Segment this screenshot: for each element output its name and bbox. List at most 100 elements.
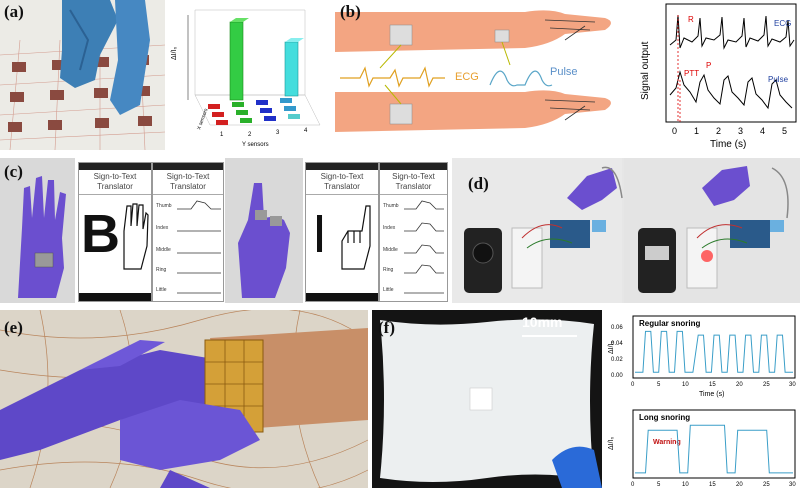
annotation-ptt: PTT: [684, 69, 699, 78]
panel-b-plot: Signal output R PTT P ECG Pulse 0 1 2 3 …: [628, 0, 800, 150]
finger-label: Thumb: [383, 203, 399, 209]
bar-tall-cyan: [284, 41, 299, 97]
panel-b-label: (b): [340, 2, 361, 21]
ecg-pulse-plot: Signal output R PTT P ECG Pulse 0 1 2 3 …: [640, 3, 797, 150]
finger-signal-plot: [404, 200, 444, 294]
app-title-2: Translator: [324, 182, 360, 191]
app-title-1: Sign-to-Text: [320, 172, 364, 181]
plot1-yticks: 0.00 0.02 0.04 0.06: [611, 325, 623, 379]
finger-signal-plot: [177, 200, 221, 294]
regular-snoring-line: [635, 330, 793, 373]
legend-pulse: Pulse: [768, 75, 789, 84]
bar: [260, 108, 272, 113]
panel-d-photo: [452, 158, 800, 303]
x-ticks: 0 1 2 3 4 5: [672, 126, 787, 136]
panel-a-photo: [0, 0, 165, 150]
tick: 0.00: [611, 373, 623, 379]
tick: 15: [709, 482, 716, 488]
plot2-ylabel: ΔI/I₀: [608, 436, 615, 450]
tick: 20: [736, 382, 743, 388]
plot1-title: Regular snoring: [639, 319, 700, 328]
bar: [288, 114, 300, 119]
legend-ecg: ECG: [774, 19, 791, 28]
snoring-plots: Regular snoring ΔI/I₀ 0.00 0.02 0.04 0.0…: [608, 315, 796, 488]
plot2-title: Long snoring: [639, 413, 690, 422]
ecg-label: ECG: [455, 71, 479, 83]
sensor-array-photo: [0, 0, 165, 150]
x-axis-label: X sensors: [196, 107, 209, 130]
plot-ylabel: Signal output: [640, 41, 651, 100]
tick: 30: [789, 382, 796, 388]
scale-bar-label: 10mm: [522, 314, 563, 330]
tick: 0.06: [611, 325, 623, 331]
tick: 2: [716, 126, 721, 136]
panel-f-photo: 10mm: [372, 310, 602, 488]
hand-sign-icon: [341, 205, 371, 270]
tick: 4: [760, 126, 765, 136]
bar: [264, 116, 276, 121]
tick: 10: [682, 482, 689, 488]
tick: 25: [763, 482, 770, 488]
long-snoring-line: [635, 424, 793, 474]
finger-label: Index: [156, 225, 169, 231]
tick: 5: [782, 126, 787, 136]
letter-i: I: [312, 204, 328, 264]
plot1-xlabel: Time (s): [699, 391, 724, 398]
annotation-r: R: [688, 15, 694, 24]
tick: 15: [709, 382, 716, 388]
warning-label: Warning: [653, 439, 681, 446]
pulse-series-line: [669, 70, 793, 110]
app-title-2: Translator: [395, 182, 432, 191]
tick: 5: [657, 482, 661, 488]
plot1-ylabel: ΔI/I₀: [608, 340, 615, 354]
bar: [236, 110, 248, 115]
annotation-p: P: [706, 61, 711, 70]
plot2-xticks: 0 5 10 15 20 25 30: [631, 482, 796, 488]
pulse-label: Pulse: [550, 66, 578, 78]
pillow-photo: [372, 310, 602, 488]
plot1-xticks: 0 5 10 15 20 25 30: [631, 382, 796, 388]
tick: 30: [789, 482, 796, 488]
finger-label: Thumb: [156, 203, 172, 209]
finger-label: Little: [156, 287, 167, 293]
tick: 0: [631, 382, 635, 388]
finger-label: Middle: [156, 247, 171, 253]
bar: [256, 100, 268, 105]
bar: [232, 102, 244, 107]
bar: [208, 104, 220, 109]
finger-label: Middle: [383, 247, 398, 253]
app-title-1: Sign-to-Text: [166, 172, 210, 181]
bar: [284, 106, 296, 111]
tick: 0: [672, 126, 677, 136]
app-title-2: Translator: [170, 182, 206, 191]
panel-a-3d-bar-chart: ΔI/I₀ X sensors Y sensors 1 2 3 4: [170, 0, 330, 150]
tick: 0.04: [611, 341, 623, 347]
tick: 3: [276, 130, 280, 136]
app-title-1: Sign-to-Text: [93, 172, 137, 181]
tick: 25: [763, 382, 770, 388]
tick: 1: [220, 132, 224, 138]
breadboard-photo: [452, 158, 800, 303]
finger-label: Little: [383, 287, 394, 293]
letter-b: B: [81, 204, 120, 264]
bar: [240, 118, 252, 123]
panel-c-label: (c): [4, 162, 23, 181]
panel-f-label: (f): [378, 318, 395, 337]
tick: 0: [631, 482, 635, 488]
bar-row-1: [208, 98, 300, 125]
hand-sign-icon: [123, 203, 149, 270]
tick: 5: [657, 382, 661, 388]
panel-e-label: (e): [4, 318, 23, 337]
tick: 0.02: [611, 357, 623, 363]
sensor-patch: [469, 387, 493, 411]
finger-label: Ring: [156, 267, 167, 273]
panel-b-arms: ECG Pulse: [335, 0, 620, 150]
tick: 20: [736, 482, 743, 488]
app-title-1: Sign-to-Text: [392, 172, 435, 181]
arm-illustration: ECG Pulse: [335, 10, 611, 132]
panel-e-photo: [0, 310, 368, 488]
finger-label: Ring: [383, 267, 394, 273]
